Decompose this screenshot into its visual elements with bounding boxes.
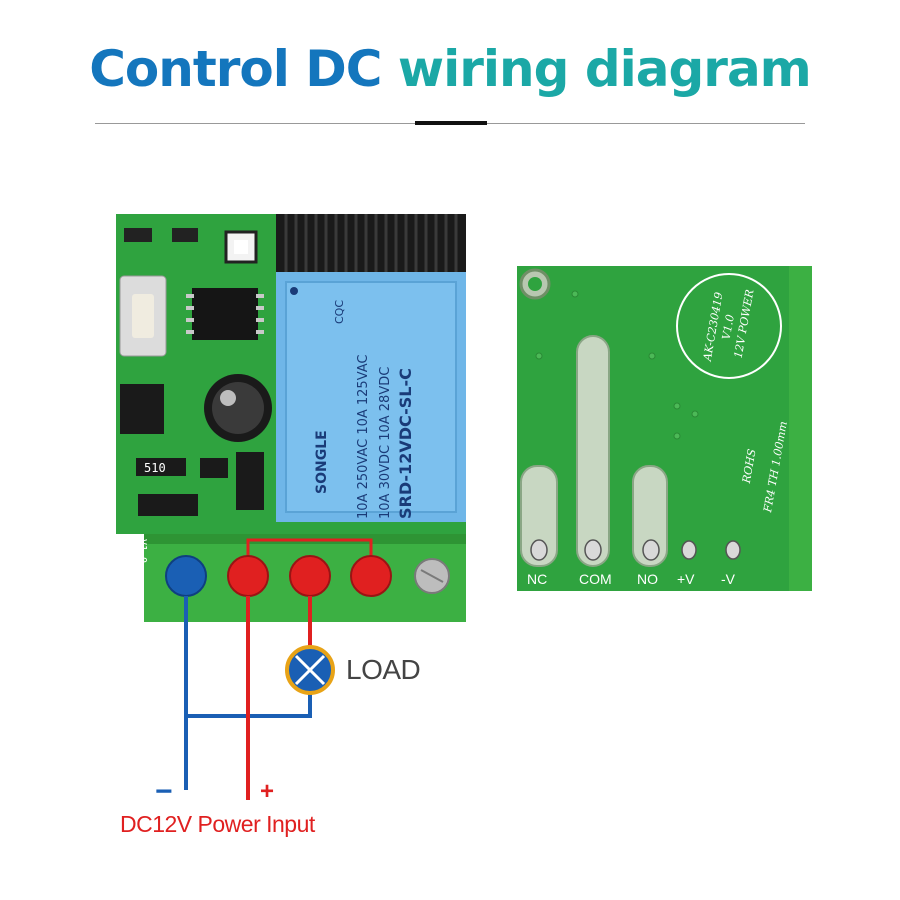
minus-v-pad — [725, 540, 741, 560]
smd-component — [172, 228, 198, 242]
resistor-510 — [136, 458, 186, 476]
relay: SONGLE 10A 250VAC 10A 125VAC 10A 30VDC 1… — [276, 272, 466, 522]
diode — [200, 458, 228, 478]
pin-label-nc: NC — [527, 571, 547, 587]
relay-module-back: AK-C230419 V1.0 12V POWER ROHS FR4 TH 1.… — [517, 266, 812, 591]
relay-rating-2: 10A 30VDC 10A 28VDC — [378, 367, 393, 519]
nc-pad — [530, 539, 548, 561]
relay-cert: CQC — [333, 300, 346, 324]
nc-solder-trace — [520, 465, 558, 567]
com-solder-trace — [576, 335, 610, 567]
rohs-text: ROHS — [740, 448, 759, 486]
pin-label-no: NO — [637, 571, 658, 587]
no-solder-trace — [632, 465, 668, 567]
title-part-2: wiring diagram — [397, 40, 812, 98]
ic-chip — [192, 288, 258, 340]
load-return-wire — [186, 694, 312, 718]
pin-label-com: COM — [579, 571, 612, 587]
voltage-regulator — [120, 384, 164, 434]
pin-label-minus-v: -V — [721, 571, 736, 587]
antenna-coil — [276, 214, 466, 272]
load-label: LOAD — [346, 654, 421, 685]
pin-label-plus-v: +V — [677, 571, 695, 587]
board-version-text: V1.0 — [137, 539, 148, 563]
com-pad — [584, 539, 602, 561]
minus-sign: − — [155, 775, 173, 808]
board-id-text: AK-C230419 — [125, 539, 136, 599]
plus-v-pad — [681, 540, 697, 560]
title-divider-accent — [415, 121, 487, 125]
terminal-com — [350, 555, 392, 597]
no-pad — [642, 539, 660, 561]
smd-component — [236, 452, 264, 510]
load-lamp-icon — [285, 645, 335, 695]
jumper-wire — [246, 538, 373, 569]
back-board-version: V1.0 — [720, 314, 737, 341]
power-input-label: DC12V Power Input — [120, 811, 315, 837]
title-part-1: Control DC — [89, 40, 382, 98]
button-cap — [132, 294, 154, 338]
silkscreen-circle — [676, 273, 782, 379]
relay-model: SRD-12VDC-SL-C — [396, 368, 415, 519]
resistor-code: 510 — [144, 461, 166, 475]
smd-component — [138, 494, 198, 516]
page-title: Control DC wiring diagram — [0, 40, 900, 98]
relay-module-front: 510 SONGLE 10A 250VAC 10A 125VAC 10A 30V… — [116, 214, 466, 622]
relay-rating-1: 10A 250VAC 10A 125VAC — [356, 355, 371, 520]
plus-sign: + — [260, 778, 275, 805]
smd-component — [124, 228, 152, 242]
relay-brand: SONGLE — [314, 430, 330, 494]
